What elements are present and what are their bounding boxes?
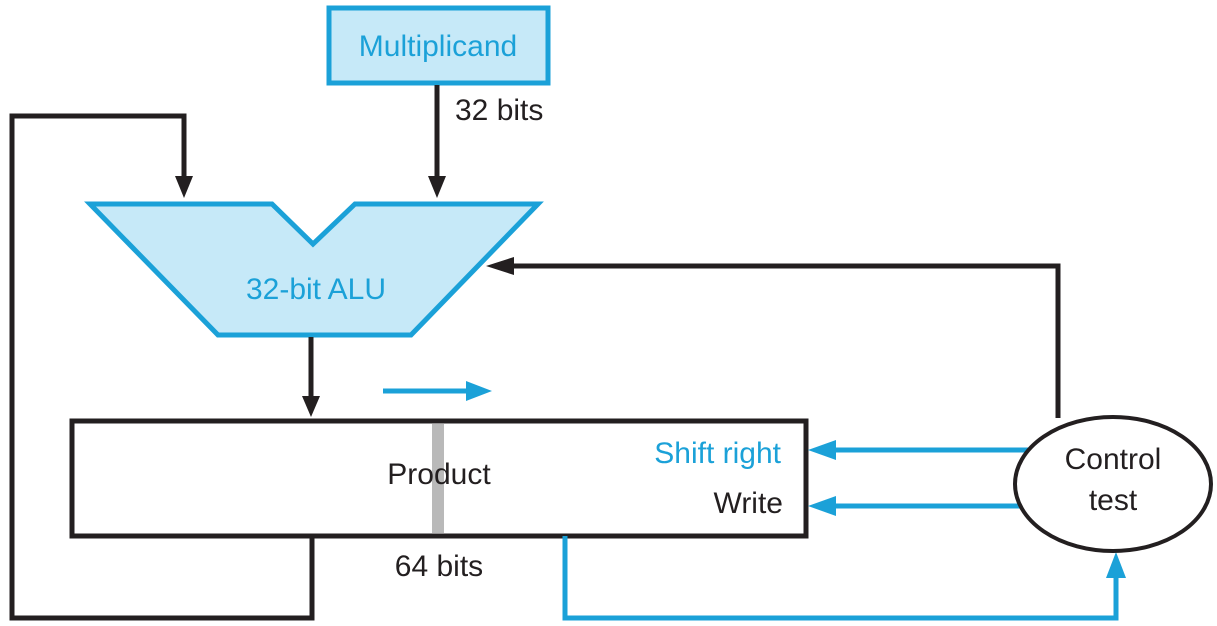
shift-right-label: Shift right <box>654 437 781 470</box>
product-label: Product <box>387 458 491 491</box>
product-feedback-wire <box>9 113 315 621</box>
product-to-control-arrowhead <box>1106 552 1126 578</box>
product-width-label: 64 bits <box>395 550 483 583</box>
multiplicand-width-label: 32 bits <box>455 94 543 127</box>
control-write-arrowhead <box>808 496 836 516</box>
control-test-ellipse <box>1013 415 1213 553</box>
product-half-divider <box>432 424 444 533</box>
alu-to-product-arrowhead <box>302 396 320 417</box>
product-to-control-wire <box>562 536 1119 621</box>
multiplicand-to-alu-arrowhead <box>428 176 446 198</box>
shift-direction-arrowhead <box>466 381 492 401</box>
alu-shape <box>84 201 544 338</box>
control-to-alu-arrowhead <box>486 257 514 275</box>
control-label-line2: test <box>1089 484 1138 517</box>
control-label-line1: Control <box>1065 443 1162 476</box>
control-shift-right-arrowhead <box>808 440 836 460</box>
feedback-to-alu-arrowhead <box>175 176 193 198</box>
alu-label: 32-bit ALU <box>246 273 386 306</box>
control-to-alu-wire <box>512 263 1061 418</box>
multiplicand-register <box>326 5 551 86</box>
multiplicand-label: Multiplicand <box>359 30 517 63</box>
write-label: Write <box>714 487 783 520</box>
